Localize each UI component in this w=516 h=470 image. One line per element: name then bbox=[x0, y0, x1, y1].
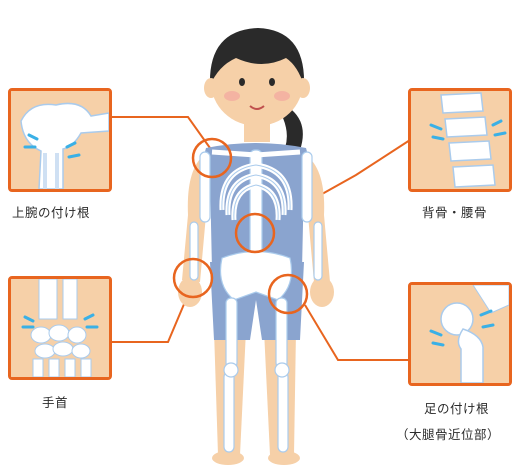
right-hand bbox=[310, 277, 334, 307]
hip-bone-illustration bbox=[411, 285, 509, 383]
left-ear bbox=[204, 78, 218, 98]
right-eye bbox=[269, 78, 275, 86]
left-eye bbox=[239, 78, 245, 86]
left-foot bbox=[212, 451, 244, 465]
wrist-bone-illustration bbox=[11, 279, 109, 377]
label-wrist: 手首 bbox=[42, 392, 68, 411]
inset-hip bbox=[408, 282, 512, 386]
inset-wrist bbox=[8, 276, 112, 380]
label-upper-arm-root: 上腕の付け根 bbox=[12, 202, 90, 221]
left-cheek bbox=[224, 91, 240, 101]
upper-arm-bone-illustration bbox=[11, 91, 109, 189]
right-ear bbox=[296, 78, 310, 98]
inset-upper-arm bbox=[8, 88, 112, 192]
spine-bone-illustration bbox=[411, 91, 509, 189]
right-foot bbox=[268, 451, 300, 465]
label-hip-root: 足の付け根 bbox=[424, 398, 489, 417]
right-cheek bbox=[274, 91, 290, 101]
skeleton-bones bbox=[190, 150, 322, 452]
label-femur-proximal: （大腿骨近位部） bbox=[396, 424, 500, 443]
label-spine-lower-back: 背骨・腰骨 bbox=[422, 202, 487, 221]
inset-spine bbox=[408, 88, 512, 192]
